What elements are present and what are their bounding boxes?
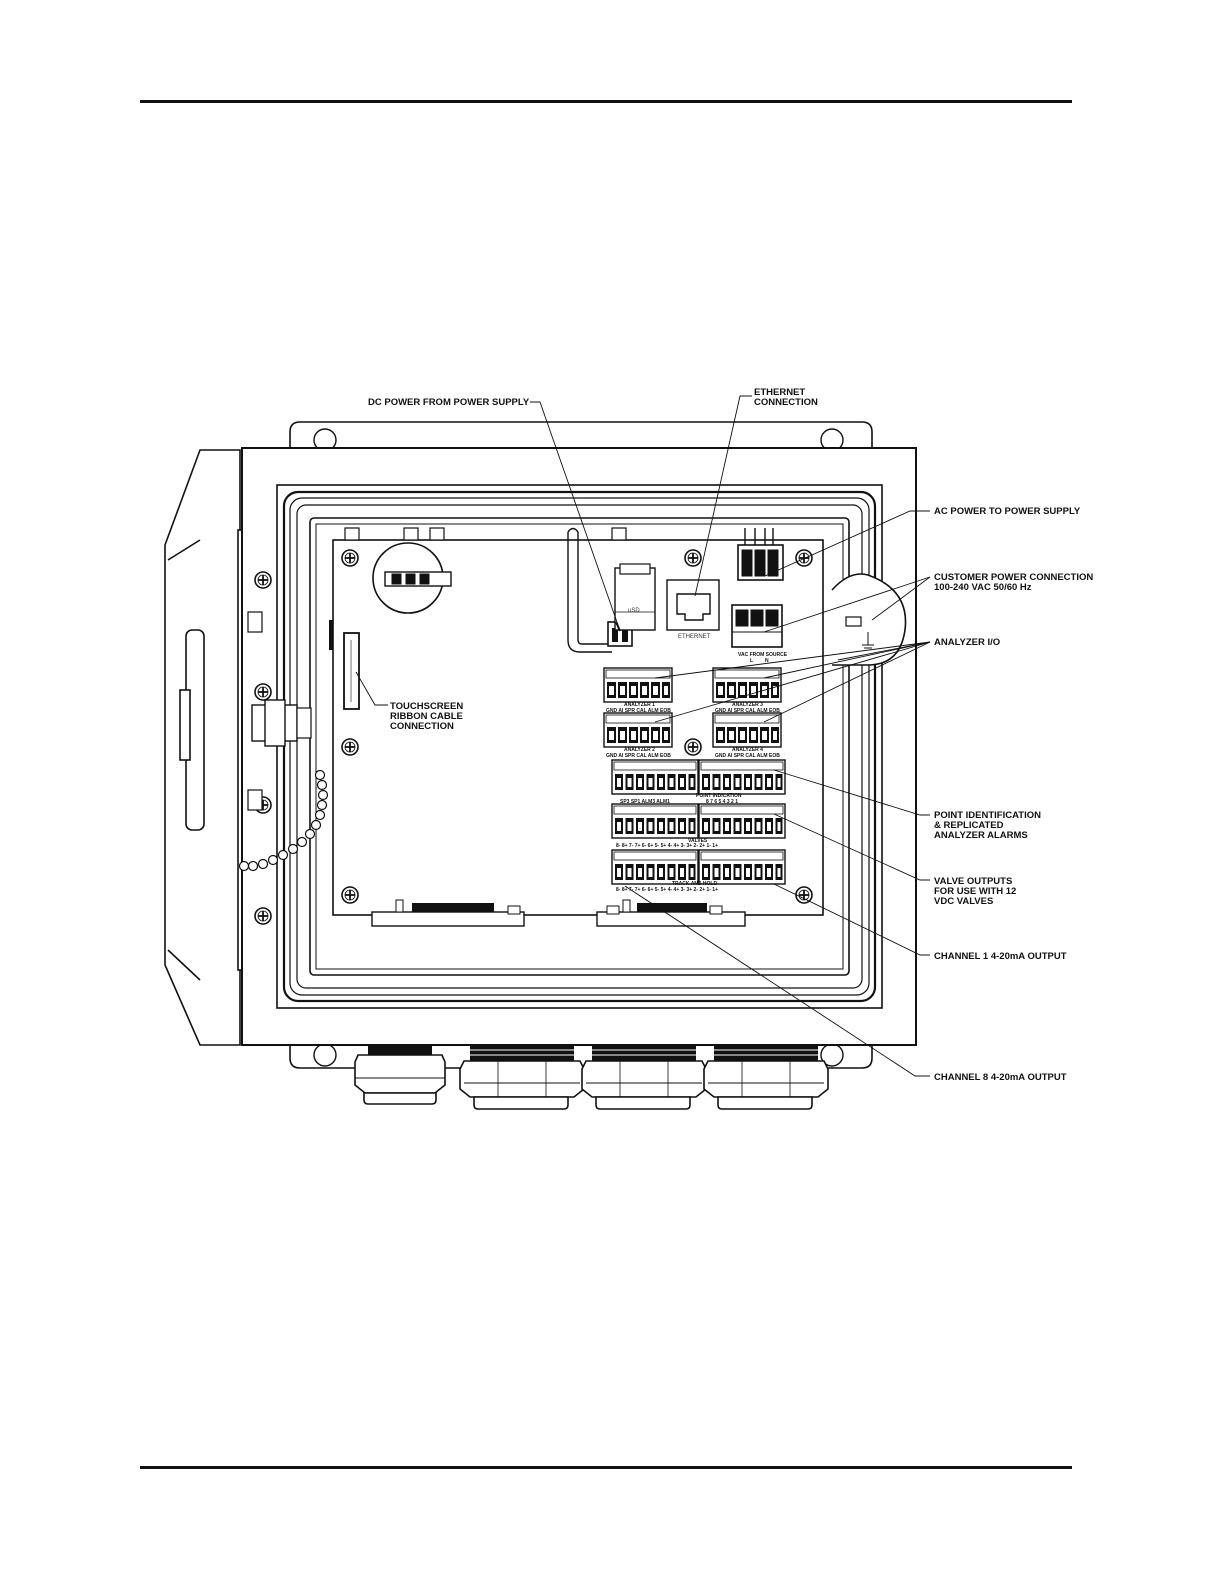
callout-channel-1: CHANNEL 1 4-20mA OUTPUT <box>934 951 1067 962</box>
top-rule <box>140 100 1072 103</box>
hinge-hardware <box>247 571 312 925</box>
lanyard-bead-chain <box>238 769 329 872</box>
vac-n-label: N <box>765 658 769 664</box>
analyzer-3-pins: GND AI SPR CAL ALM EOB <box>715 708 780 714</box>
coin-battery <box>372 542 452 614</box>
cable-gland-4 <box>703 1044 829 1110</box>
callout-touchscreen-1: TOUCHSCREEN <box>390 701 463 712</box>
track-pin-labels: 8- 8+ 7- 7+ 6- 6+ 5- 5+ 4- 4+ 3- 3+ 2- 2… <box>616 887 718 893</box>
analyzer-3-label: ANALYZER 3 <box>732 702 763 708</box>
valves-label: VALVES <box>688 838 708 844</box>
point-indication-terminal-right <box>698 759 786 795</box>
callout-leader-lines <box>355 395 931 1077</box>
analyzer-2-pins: GND AI SPR CAL ALM EOB <box>606 753 671 759</box>
cable-gland-2 <box>459 1044 585 1110</box>
cable-gland-1 <box>354 1045 446 1105</box>
analyzer-1-pins: GND AI SPR CAL ALM EOB <box>606 708 671 714</box>
analyzer-2-terminal <box>603 712 673 748</box>
callout-point-id-2: & REPLICATED <box>934 820 1004 831</box>
alarm-row-labels: SP3 SP1 ALM3 ALM1 <box>620 799 670 805</box>
analyzer-4-label: ANALYZER 4 <box>732 747 763 753</box>
analyzer-3-terminal <box>712 667 782 703</box>
callout-ethernet-2: CONNECTION <box>754 397 818 408</box>
callout-ethernet-1: ETHERNET <box>754 387 805 398</box>
callout-point-id-3: ANALYZER ALARMS <box>934 830 1028 841</box>
track-hold-terminal-left <box>611 849 699 885</box>
analyzer-2-label: ANALYZER 2 <box>624 747 655 753</box>
callout-customer-power-2: 100-240 VAC 50/60 Hz <box>934 582 1032 593</box>
point-number-labels: 8 7 6 5 4 3 2 1 <box>706 799 738 805</box>
analyzer-1-label: ANALYZER 1 <box>624 702 655 708</box>
ac-power-connector <box>737 528 784 581</box>
vac-from-source-label: VAC FROM SOURCE <box>738 652 788 658</box>
callout-analyzer-io: ANALYZER I/O <box>934 637 1000 648</box>
callout-touchscreen-2: RIBBON CABLE <box>390 711 463 722</box>
analyzer-1-terminal <box>603 667 673 703</box>
usd-card-slot: uSD <box>614 563 656 631</box>
callout-valve-outputs-1: VALVE OUTPUTS <box>934 876 1012 887</box>
analyzer-4-terminal <box>712 712 782 748</box>
bottom-edge-connectors <box>371 899 746 927</box>
valves-terminal-left <box>611 803 699 839</box>
ground-lug-housing <box>831 573 907 666</box>
track-hold-terminal-right <box>698 849 786 885</box>
usd-label: uSD <box>628 608 640 614</box>
valves-terminal-right <box>698 803 786 839</box>
vac-l-label: L <box>750 658 753 664</box>
callout-point-id-1: POINT IDENTIFICATION <box>934 810 1041 821</box>
callout-ac-power: AC POWER TO POWER SUPPLY <box>934 506 1081 517</box>
touchscreen-ribbon-connector <box>343 632 360 710</box>
track-and-hold-label: TRACK AND HOLD <box>672 881 717 887</box>
callout-valve-outputs-2: FOR USE WITH 12 <box>934 886 1016 897</box>
cable-gland-3 <box>581 1044 707 1110</box>
point-indication-label: POINT INDICATION <box>696 793 742 799</box>
bottom-rule <box>140 1466 1072 1469</box>
analyzer-4-pins: GND AI SPR CAL ALM EOB <box>715 753 780 759</box>
callout-dc-power: DC POWER FROM POWER SUPPLY <box>368 397 530 408</box>
dc-power-cable <box>567 527 612 653</box>
callout-customer-power-1: CUSTOMER POWER CONNECTION <box>934 572 1093 583</box>
customer-power-terminal <box>731 604 783 648</box>
ethernet-jack: ETHERNET <box>666 579 720 640</box>
callout-touchscreen-3: CONNECTION <box>390 721 454 732</box>
valve-pin-labels: 8- 8+ 7- 7+ 6- 6+ 5- 5+ 4- 4+ 3- 3+ 2- 2… <box>616 843 718 849</box>
ethernet-jack-label: ETHERNET <box>678 634 711 640</box>
callout-valve-outputs-3: VDC VALVES <box>934 896 993 907</box>
callout-channel-8: CHANNEL 8 4-20mA OUTPUT <box>934 1072 1067 1083</box>
point-indication-terminal-left <box>611 759 699 795</box>
